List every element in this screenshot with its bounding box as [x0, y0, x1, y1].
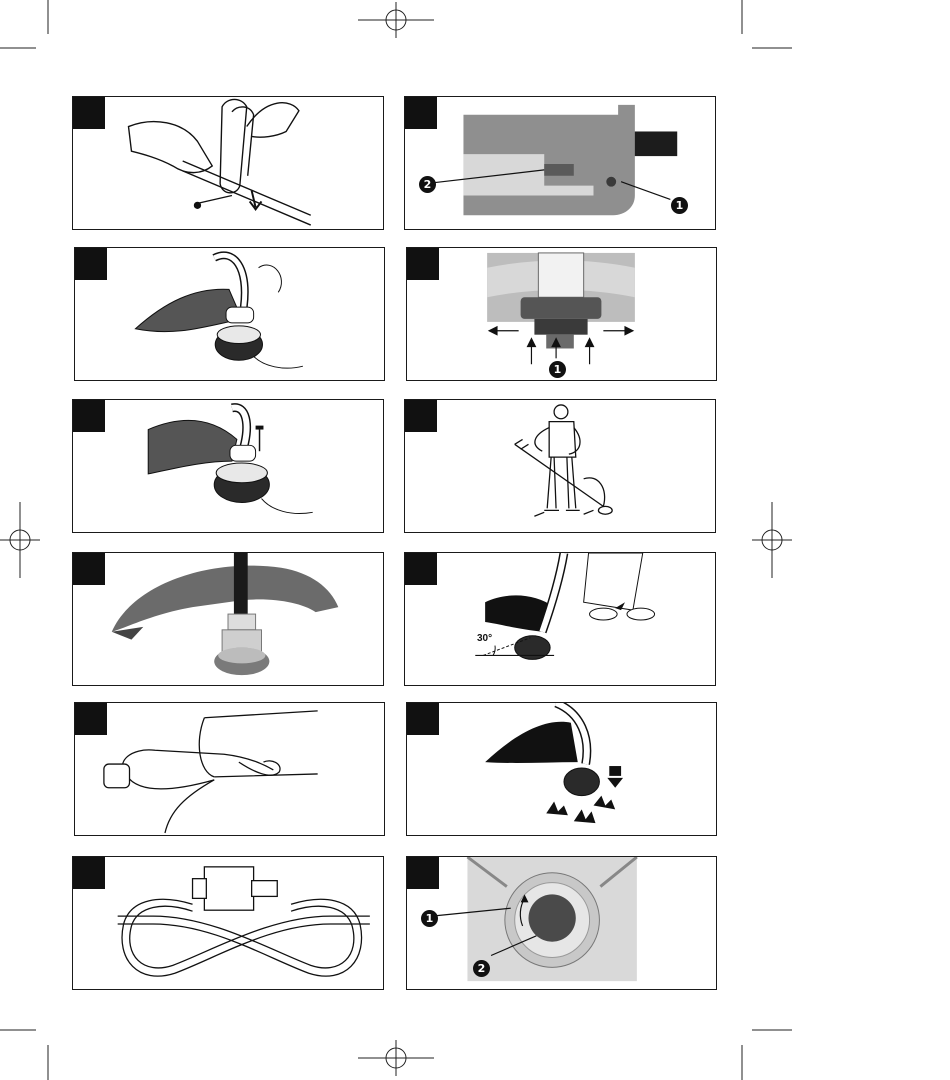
cutting-angle-illustration [405, 553, 715, 685]
callout-2: 2 [419, 176, 436, 193]
cable-knot-illustration [73, 857, 383, 989]
figure-cutting-angle: 30° [404, 552, 716, 686]
guard-fit-illustration [75, 248, 384, 380]
figure-guard-screw [72, 399, 384, 533]
figure-handle-assembly [72, 96, 384, 230]
callout-1: 1 [671, 197, 688, 214]
figure-line-feed-bump [406, 702, 717, 836]
figure-guard-photo [72, 552, 384, 686]
handle-bracket-illustration [405, 97, 715, 229]
registration-mark-bottom [358, 1040, 434, 1076]
guard-screw-illustration [73, 400, 383, 532]
registration-mark-right [752, 502, 792, 578]
angle-label: 30° [477, 633, 492, 644]
registration-mark-top [358, 2, 434, 38]
figure-guard-fit [74, 247, 385, 381]
callout-1: 1 [421, 910, 438, 927]
operator-stance-illustration [405, 400, 715, 532]
figure-spool-cap: 1 2 [406, 856, 717, 990]
figure-cable-restraint [74, 702, 385, 836]
handle-assembly-illustration [73, 97, 383, 229]
spool-cap-illustration [407, 857, 716, 989]
callout-1: 1 [549, 361, 566, 378]
line-feed-illustration [407, 703, 716, 835]
figure-guard-clips: 1 [406, 247, 717, 381]
registration-mark-left [0, 502, 40, 578]
cable-restraint-illustration [75, 703, 384, 835]
figure-cable-knot [72, 856, 384, 990]
guard-clips-illustration [407, 248, 716, 380]
figure-operator-stance [404, 399, 716, 533]
guard-photo-illustration [73, 553, 383, 685]
figure-handle-bracket: 2 1 [404, 96, 716, 230]
callout-2: 2 [473, 960, 490, 977]
